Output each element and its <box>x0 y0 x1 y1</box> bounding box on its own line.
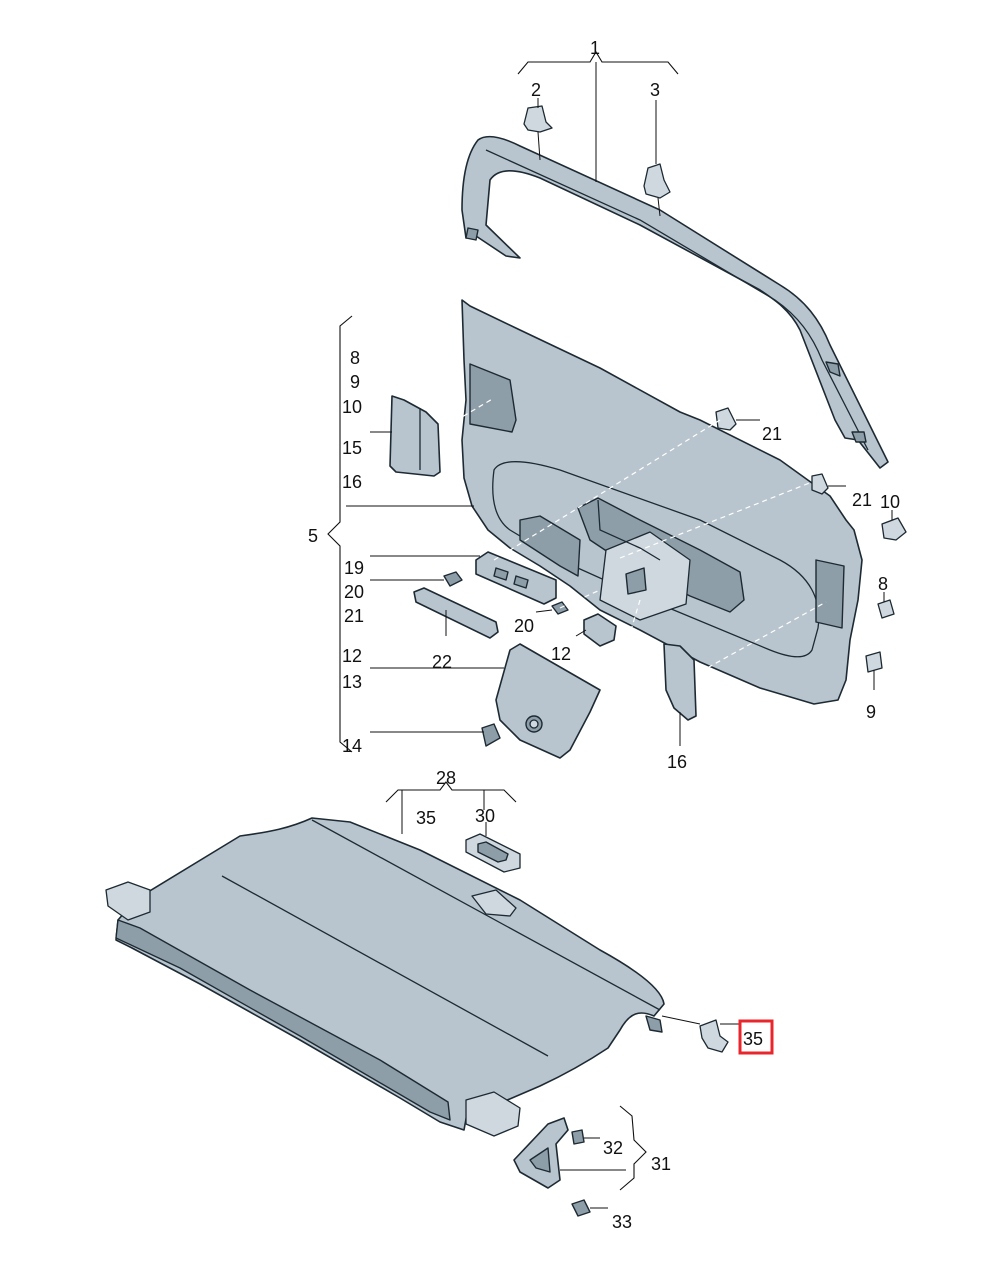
label-22: 22 <box>432 652 452 672</box>
side-cover-15 <box>370 395 495 477</box>
screw-33 <box>571 1199 608 1217</box>
screw-20-left <box>370 571 463 587</box>
label-10-right: 10 <box>880 492 900 512</box>
label-21: 21 <box>344 606 364 626</box>
label-2: 2 <box>531 80 541 100</box>
brace-1 <box>517 50 679 75</box>
highlight-box <box>738 1019 774 1055</box>
upper-trim-frame <box>461 135 889 469</box>
label-21-lower: 21 <box>852 490 872 510</box>
label-19: 19 <box>344 558 364 578</box>
highlighted-label-35[interactable]: 35 <box>738 1019 774 1055</box>
luggage-cover-35 <box>105 817 701 1137</box>
label-15: 15 <box>342 438 362 458</box>
label-8: 8 <box>350 348 360 368</box>
label-21-upper: 21 <box>762 424 782 444</box>
label-33: 33 <box>612 1212 632 1232</box>
label-1: 1 <box>590 38 600 58</box>
nut-32 <box>571 1129 600 1145</box>
clip-21-lower <box>811 473 846 495</box>
clip-part-12 <box>575 613 617 647</box>
label-12-right: 12 <box>551 644 571 664</box>
label-12: 12 <box>342 646 362 666</box>
brace-5 <box>327 315 353 753</box>
clip-10-right <box>881 510 907 541</box>
label-32: 32 <box>603 1138 623 1158</box>
label-5: 5 <box>308 526 318 546</box>
bracket-35 <box>699 1019 740 1053</box>
label-35-highlighted: 35 <box>743 1029 763 1049</box>
bracket-31 <box>513 1117 626 1189</box>
fastener-14 <box>370 723 501 747</box>
label-3: 3 <box>650 80 660 100</box>
label-14: 14 <box>342 736 362 756</box>
handle-strip-19 <box>370 551 557 605</box>
tailgate-trim-panel <box>461 299 863 705</box>
label-20: 20 <box>344 582 364 602</box>
bezel-30 <box>465 822 521 873</box>
brace-28 <box>385 781 517 803</box>
clip-part-3 <box>643 100 671 217</box>
label-20-right: 20 <box>514 616 534 636</box>
clip-21-upper <box>715 407 760 431</box>
brace-31 <box>619 1105 647 1191</box>
part-labels: 1 2 3 8 9 10 15 16 5 19 20 21 12 13 14 2… <box>308 38 900 1232</box>
clip-8-right <box>877 592 895 619</box>
label-30: 30 <box>475 806 495 826</box>
side-cover-16 <box>663 601 827 746</box>
clip-9-right <box>865 651 883 690</box>
label-28: 28 <box>436 768 456 788</box>
clip-part-2 <box>523 98 553 161</box>
label-16-right: 16 <box>667 752 687 772</box>
label-8-right: 8 <box>878 574 888 594</box>
label-16: 16 <box>342 472 362 492</box>
grab-handle-22 <box>413 587 499 639</box>
label-9-right: 9 <box>866 702 876 722</box>
label-10: 10 <box>342 397 362 417</box>
handle-cover-13 <box>370 643 601 759</box>
label-9: 9 <box>350 372 360 392</box>
label-31: 31 <box>651 1154 671 1174</box>
screw-20-right <box>535 601 569 615</box>
label-13: 13 <box>342 672 362 692</box>
label-35-upper: 35 <box>416 808 436 828</box>
